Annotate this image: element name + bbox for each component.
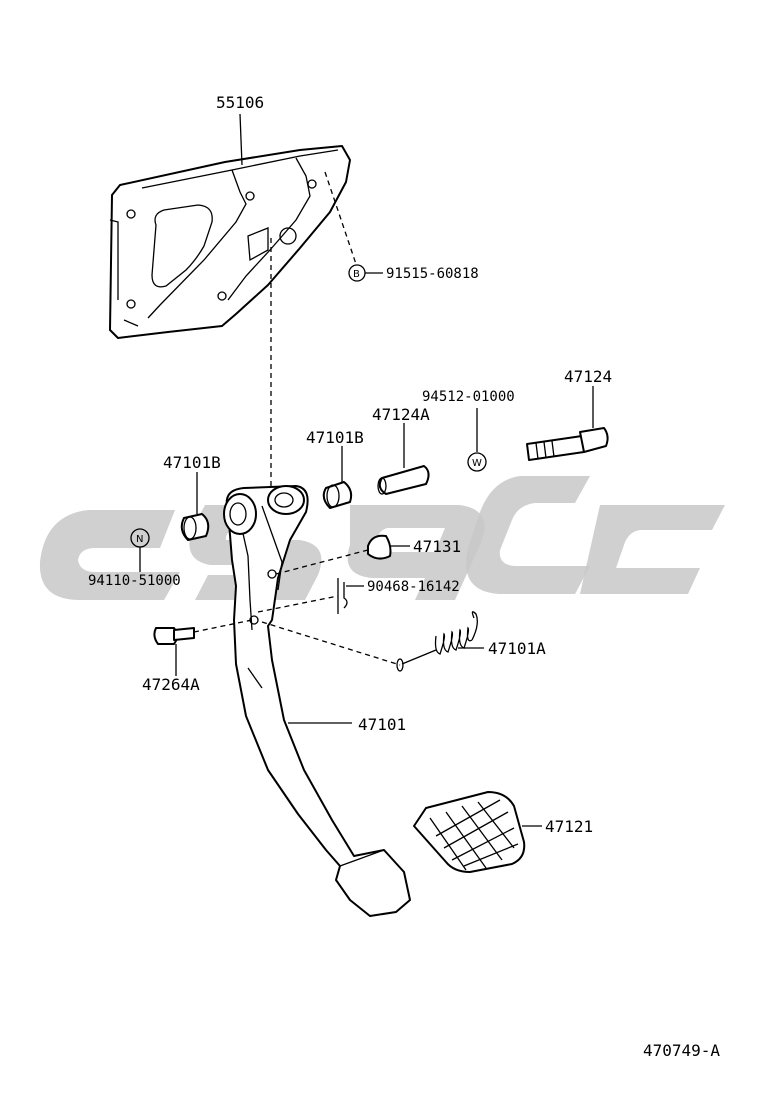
label-47124: 47124 — [564, 367, 612, 386]
cushion-47131 — [367, 534, 392, 560]
label-90468-16142: 90468-16142 — [367, 579, 460, 595]
label-94110-51000: 94110-51000 — [88, 573, 181, 589]
washer-mark-w: W — [467, 452, 487, 472]
label-47101A: 47101A — [488, 639, 546, 658]
pin-47124 — [526, 427, 609, 461]
label-47124A: 47124A — [372, 405, 430, 424]
bracket-55106 — [109, 145, 351, 339]
collar-47124A — [377, 465, 430, 495]
bushing-47101B-left — [180, 513, 210, 541]
label-47131: 47131 — [413, 537, 461, 556]
label-55106: 55106 — [216, 93, 264, 112]
bolt-mark-b: B — [348, 264, 366, 282]
label-94512-01000: 94512-01000 — [422, 389, 515, 405]
label-47101: 47101 — [358, 715, 406, 734]
svg-text:B: B — [353, 269, 360, 280]
pedal-pad-47121 — [413, 791, 526, 873]
svg-text:N: N — [136, 534, 143, 545]
pedal-arm-47101 — [223, 485, 411, 917]
label-47121: 47121 — [545, 817, 593, 836]
svg-text:W: W — [472, 458, 482, 469]
reference-code: 470749-A — [643, 1041, 720, 1060]
clip-90468-16142 — [337, 578, 348, 614]
label-47101B-right: 47101B — [306, 428, 364, 447]
label-91515-60818: 91515-60818 — [386, 266, 479, 282]
label-47101B-left: 47101B — [163, 453, 221, 472]
bolt-47264A — [153, 627, 195, 645]
label-47264A: 47264A — [142, 675, 200, 694]
bushing-47101B-right — [322, 481, 353, 509]
spring-47101A — [396, 611, 478, 672]
